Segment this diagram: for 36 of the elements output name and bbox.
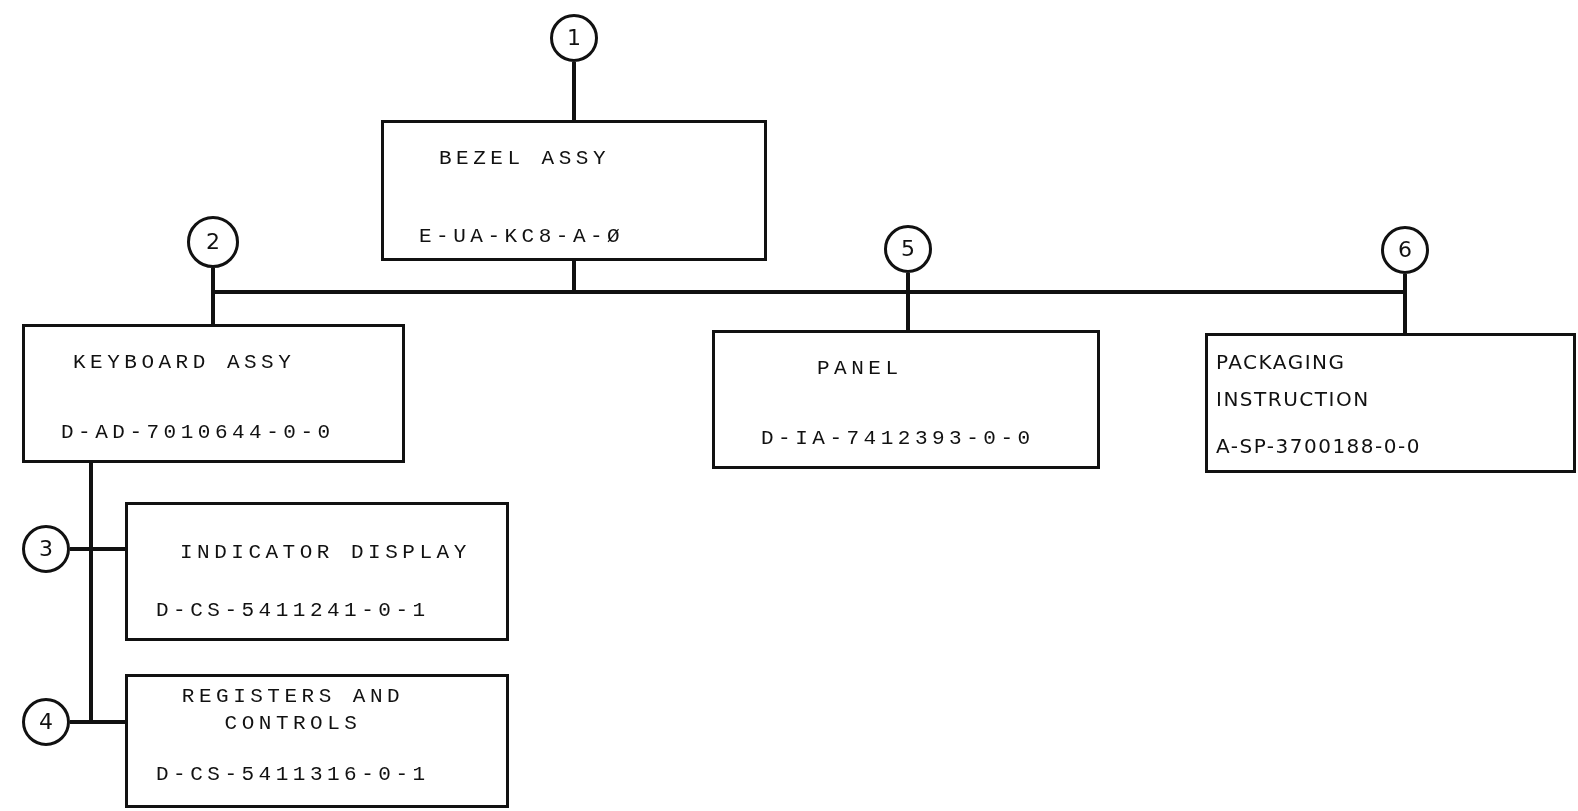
part-name: KEYBOARD ASSY (73, 350, 296, 376)
part-number: E-UA-KC8-A-Ø (419, 224, 625, 250)
part-name: BEZEL ASSY (439, 146, 611, 172)
callout-number: 1 (567, 27, 581, 49)
connector-line (70, 720, 125, 724)
part-number: D-CS-5411241-0-1 (156, 598, 430, 624)
part-number: D-CS-5411316-0-1 (156, 762, 430, 788)
part-box (1205, 333, 1576, 473)
callout-number: 4 (39, 711, 53, 733)
callout-circle (187, 216, 239, 268)
part-box (712, 330, 1100, 469)
part-name: INDICATOR DISPLAY (180, 540, 471, 566)
callout-number: 6 (1398, 239, 1412, 261)
callout-circle (22, 525, 70, 573)
connector-line (70, 547, 125, 551)
part-name: PACKAGING INSTRUCTION (1216, 349, 1371, 413)
part-box (125, 502, 509, 641)
callout-number: 5 (901, 238, 915, 260)
callout-circle (1381, 226, 1429, 274)
part-box (381, 120, 767, 261)
callout-circle (22, 698, 70, 746)
part-name: PANEL (817, 356, 903, 382)
part-number: D-IA-7412393-0-0 (761, 426, 1035, 452)
part-number: A-SP-3700188-0-0 (1216, 433, 1421, 460)
callout-number: 3 (39, 538, 53, 560)
callout-circle (550, 14, 598, 62)
part-number: D-AD-7010644-0-0 (61, 420, 335, 446)
connector-line (906, 273, 910, 330)
connector-line (1403, 274, 1407, 333)
connector-line (572, 62, 576, 120)
connector-line (211, 268, 215, 324)
part-box (22, 324, 405, 463)
callout-circle (884, 225, 932, 273)
part-box (125, 674, 509, 808)
callout-number: 2 (206, 231, 220, 253)
part-name: REGISTERS AND CONTROLS (180, 684, 406, 738)
